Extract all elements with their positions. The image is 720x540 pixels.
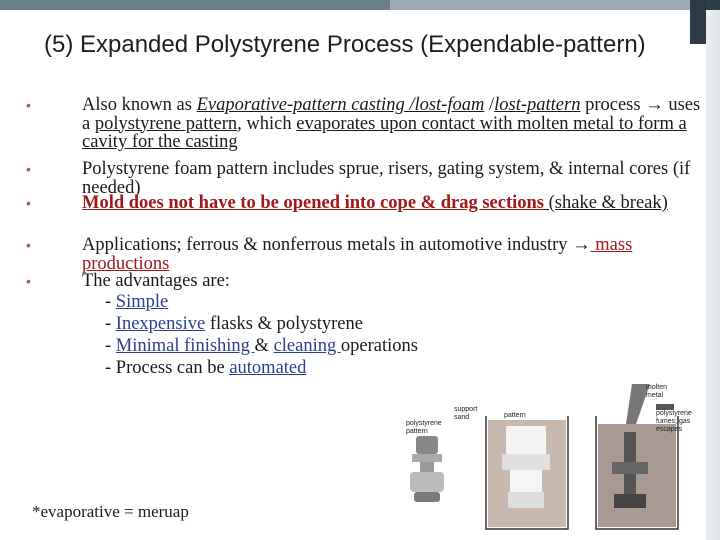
figure-label: pattern [504,412,526,419]
slide-title: (5) Expanded Polystyrene Process (Expend… [44,31,646,58]
arrow-icon: → [572,235,591,255]
polystyrene-pattern-illustration [410,436,444,502]
bullet-dot-icon: • [26,161,31,177]
link-text[interactable]: Minimal finishing [115,335,255,356]
bullet-dot-icon: • [26,273,31,289]
dash-text: - [105,313,116,334]
figure-label: support sand [454,406,478,421]
link-text[interactable]: cleaning [273,335,341,356]
bullet-text: , which [237,113,297,134]
bullet-text: Polystyrene foam pattern includes sprue,… [82,159,691,198]
bullet-item: • The advantages are: - Simple - Inexpen… [26,272,706,379]
arrow-icon: → [645,95,664,115]
link-text[interactable]: lost-pattern [494,95,581,115]
bullet-text: / [484,95,495,115]
top-decoration-bar [0,0,720,10]
link-text[interactable]: mass productions [82,235,633,274]
advantage-item: - Minimal finishing & cleaning operation… [82,335,706,357]
right-decoration-bar [706,10,720,540]
link-text[interactable]: automated [229,357,307,378]
process-figure-drawing [410,384,679,530]
advantage-item: - Inexpensive flasks & polystyrene [82,313,706,335]
bullet-text: uses a [82,95,701,134]
footnote: *evaporative = meruap [32,502,189,521]
corner-decoration [690,0,706,44]
bullet-text: (shake & break) [544,193,668,213]
top-bar-segment [390,0,690,10]
dash-text: - Process can be [105,357,230,378]
bullet-text: Applications; ferrous & nonferrous metal… [82,235,573,255]
bullet-dot-icon: • [26,97,31,113]
link-text[interactable]: evaporates upon contact with molten meta… [82,113,687,152]
bullet-text: operations [340,335,418,356]
bullet-dot-icon: • [26,237,31,253]
link-text[interactable]: polystyrene pattern [94,113,238,134]
bullet-item: • Mold does not have to be opened into c… [26,194,706,236]
bullet-item: • Polystyrene foam pattern includes spru… [26,160,706,197]
bullet-item: • Also known as Evaporative-pattern cast… [26,96,706,160]
bullet-list: • Also known as Evaporative-pattern cast… [26,96,706,379]
dash-text: - [105,335,116,356]
bullet-text: & [254,335,274,356]
dash-text: - [105,291,116,312]
advantage-item: - Simple [82,291,706,313]
bullet-text: The advantages are: [82,271,230,291]
link-text[interactable]: Evaporative-pattern casting /lost-foam [196,95,485,115]
figure-label: polystyrene pattern [406,420,442,435]
flask-with-molten-metal [595,384,679,530]
bullet-text: flasks & polystyrene [205,313,363,334]
bullet-highlight[interactable]: Mold does not have to be opened into cop… [82,193,544,213]
link-text[interactable]: Simple [115,291,169,312]
top-bar-segment [0,0,390,10]
bullet-text: process [580,95,646,115]
flask-with-pattern [485,416,569,530]
figure-label: molten metal [646,384,668,399]
process-figure: polystyrene pattern support sand pattern… [398,384,708,534]
advantage-item: - Process can be automated [82,357,706,379]
figure-label: polystyrene fumes; gas escapes [656,410,692,433]
bullet-dot-icon: • [26,195,31,211]
bullet-item: • Applications; ferrous & nonferrous met… [26,235,706,274]
link-text[interactable]: Inexpensive [115,313,206,334]
bullet-text: Also known as [82,95,197,115]
